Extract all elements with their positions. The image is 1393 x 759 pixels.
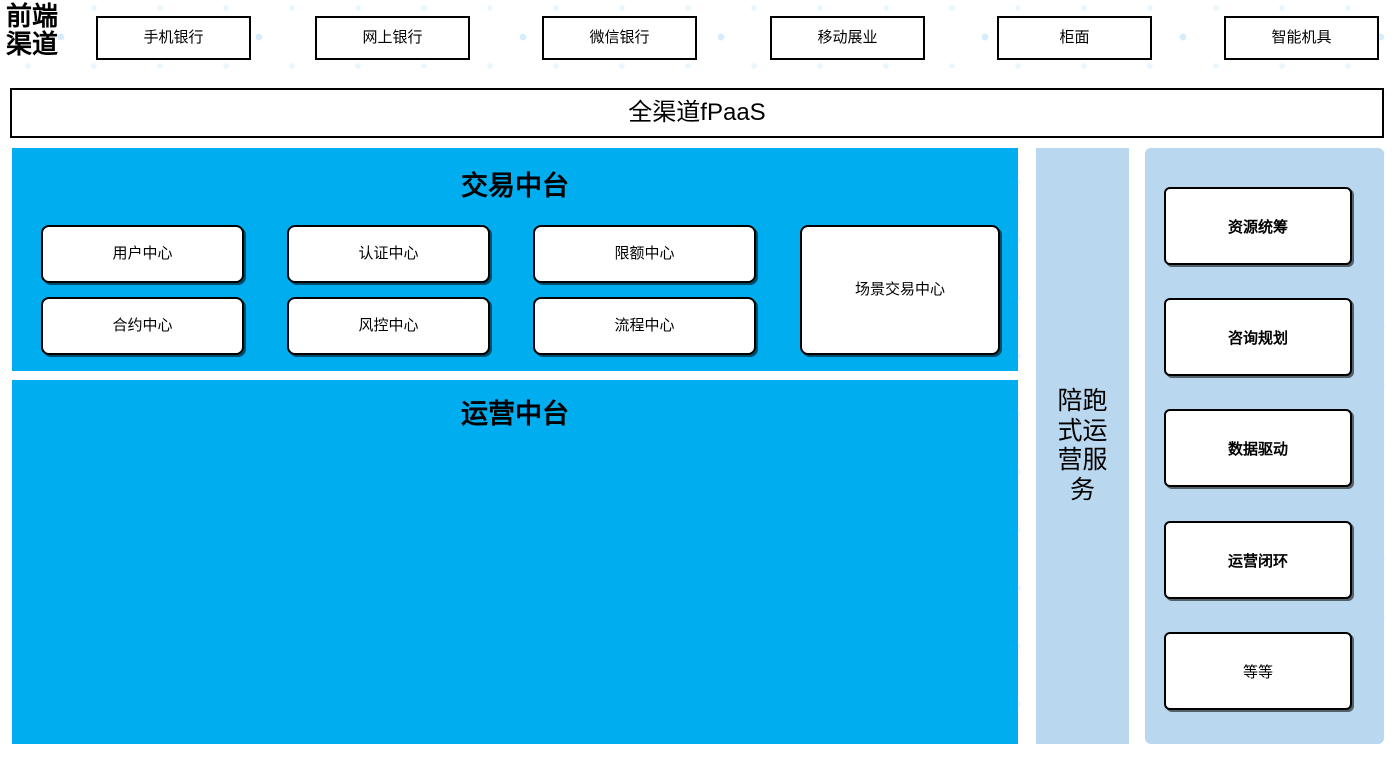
accompany-service-label: 陪跑式运营服务: [1057, 387, 1108, 504]
front-channel-label: 前端渠道: [6, 2, 59, 59]
capability-column: 资源统筹咨询规划数据驱动运营闭环等等: [1145, 148, 1384, 744]
channel-box-1[interactable]: 网上银行: [315, 16, 470, 60]
channel-box-2[interactable]: 微信银行: [542, 16, 697, 60]
trade-center-panel: 交易中台 用户中心认证中心限额中心合约中心风控中心流程中心场景交易中心: [12, 148, 1018, 371]
capability-box-0[interactable]: 资源统筹: [1164, 187, 1352, 265]
channel-box-5[interactable]: 智能机具: [1224, 16, 1379, 60]
channel-box-4[interactable]: 柜面: [997, 16, 1152, 60]
operation-center-panel: 运营中台 用户运营用户等级用户任务用户奖励活动运营活动策划活动投放活动评估产品运…: [12, 380, 1018, 744]
fpaas-bar[interactable]: 全渠道fPaaS: [10, 88, 1384, 138]
trade-center-box-3[interactable]: 合约中心: [41, 297, 244, 355]
trade-center-box-4[interactable]: 风控中心: [287, 297, 490, 355]
accompany-service-column: 陪跑式运营服务: [1036, 148, 1129, 744]
capability-box-3[interactable]: 运营闭环: [1164, 521, 1352, 599]
operation-center-title: 运营中台: [461, 399, 569, 429]
capability-box-4[interactable]: 等等: [1164, 632, 1352, 710]
trade-center-title: 交易中台: [461, 171, 569, 201]
channel-box-3[interactable]: 移动展业: [770, 16, 925, 60]
trade-center-box-5[interactable]: 流程中心: [533, 297, 756, 355]
trade-center-box-2[interactable]: 限额中心: [533, 225, 756, 283]
trade-center-box-1[interactable]: 认证中心: [287, 225, 490, 283]
channel-box-0[interactable]: 手机银行: [96, 16, 251, 60]
trade-center-box-6[interactable]: 场景交易中心: [800, 225, 1000, 355]
capability-box-2[interactable]: 数据驱动: [1164, 409, 1352, 487]
trade-center-box-0[interactable]: 用户中心: [41, 225, 244, 283]
capability-box-1[interactable]: 咨询规划: [1164, 298, 1352, 376]
